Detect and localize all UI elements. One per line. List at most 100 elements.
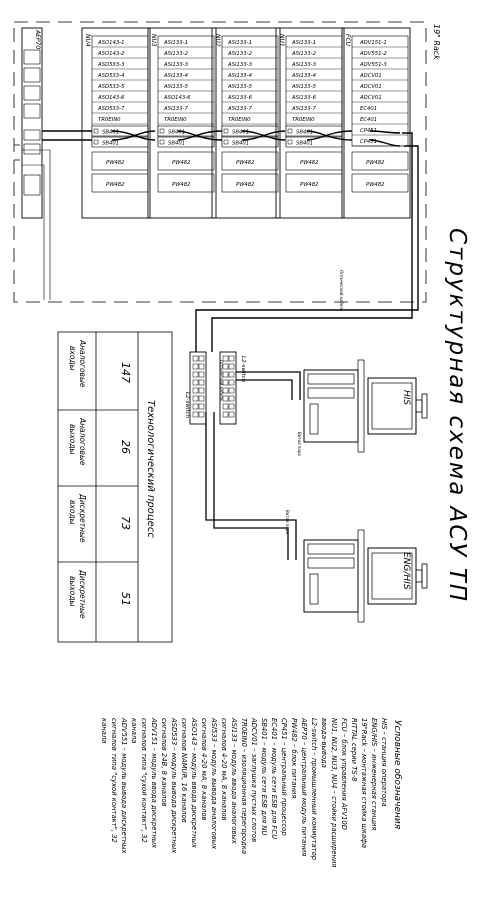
l2-switch-1: L2-switch	[184, 351, 207, 425]
switch-port	[198, 355, 205, 362]
legend-line: TR0EIN0 – изоляционная перегородка	[240, 718, 248, 854]
process-row-label: выходы	[68, 576, 77, 607]
switch-port	[222, 379, 229, 386]
pw482-module: PW482	[106, 160, 125, 166]
legend-line: ASO143 – модуль ввода дискретных	[190, 717, 198, 849]
switch-port	[198, 411, 205, 418]
switch-port	[222, 411, 229, 418]
pw482-module: PW482	[106, 182, 125, 188]
switch-port	[192, 395, 199, 402]
process-row-label: Аналоговые	[78, 417, 87, 466]
legend-line: канала	[100, 718, 108, 743]
twisted-pair-label-1: Витая пара	[297, 432, 302, 456]
switch-port	[198, 363, 205, 370]
legend-line: HIS – станция оператора	[380, 718, 388, 807]
switch-port	[192, 411, 199, 418]
process-row-label: входы	[68, 500, 77, 525]
legend-line: ASI533 – модуль вывода аналоговых	[210, 717, 218, 850]
module-slot: ASI133-1	[163, 40, 188, 46]
module-slot: ASI133-5	[227, 84, 253, 90]
process-row-label: Дискретные	[78, 493, 87, 543]
module-slot: ADV151-1	[359, 40, 387, 46]
switch-port	[198, 395, 205, 402]
module-slot: CP451	[360, 128, 377, 134]
process-row-label: выходы	[68, 424, 77, 455]
module-slot: ASI133-4	[291, 73, 316, 79]
switch-port	[228, 411, 235, 418]
module-slot: ADCV01	[359, 95, 382, 101]
pw482-module: PW482	[300, 160, 319, 166]
switch-port	[192, 379, 199, 386]
switch-port	[198, 387, 205, 394]
legend-line: FCU – блок управления AFV10D	[340, 718, 348, 830]
module-slot: ASI133-1	[227, 40, 252, 46]
legend-line: CP451 – центральный процессор	[280, 718, 288, 836]
module-slot: EC401	[360, 106, 377, 112]
switch-port	[192, 355, 199, 362]
module-slot: ASI133-4	[163, 73, 188, 79]
legend-line: 19"Rack – монтажная стойка шкафа	[360, 718, 368, 848]
process-row-value: 73	[119, 516, 132, 530]
module-slot: ASD533-7	[97, 106, 125, 112]
switch-port	[222, 403, 229, 410]
switch-port	[222, 387, 229, 394]
legend-line: канала	[130, 718, 138, 743]
legend-line: сигналов 4-20 мА, 8 каналов	[200, 718, 208, 821]
switch-port	[192, 371, 199, 378]
pw482-module: PW482	[236, 160, 255, 166]
legend-line: сигналов типа "сухой контакт", 32	[140, 718, 148, 843]
aep70-label: AEP70	[34, 29, 41, 49]
legend-title: Условные обозначения	[392, 720, 402, 830]
process-row-value: 51	[119, 592, 132, 606]
switch-port	[198, 371, 205, 378]
module-slot: ASD533-4	[97, 73, 124, 79]
rack-label: 19" Rack	[432, 24, 441, 60]
switch-port	[228, 403, 235, 410]
process-row-value: 26	[119, 440, 132, 454]
cabinet-name: NU3	[150, 34, 157, 47]
pw482-module: PW482	[300, 182, 319, 188]
legend-line: ADV151 – модуль ввода дискретных	[150, 717, 158, 849]
module-slot: ASO143-6	[163, 95, 191, 101]
optical-cable-label-2: Оптический кабель	[219, 360, 224, 402]
module-slot: ASI133-3	[227, 62, 253, 68]
sb401-module: SB401	[102, 141, 119, 147]
process-row-label: Аналоговые	[78, 339, 87, 388]
module-slot: ASD533-5	[97, 84, 125, 90]
module-slot: ASI133-6	[291, 95, 317, 101]
process-table	[57, 331, 173, 643]
legend-line: SB401 – модуль сети ESB для NU	[260, 718, 268, 835]
switch-port	[192, 403, 199, 410]
module-slot: TR0EIN0	[292, 117, 315, 123]
switch-port	[228, 395, 235, 402]
sb401-module: SB401	[296, 130, 313, 136]
switch-port	[222, 371, 229, 378]
module-slot: ASI133-5	[291, 84, 317, 90]
process-row-label: входы	[68, 346, 77, 371]
module-slot: ASI133-3	[291, 62, 317, 68]
l2-switch-1-label: L2-switch	[184, 392, 190, 419]
legend-line: AEP70 – центральный модуль питания	[300, 717, 308, 856]
module-slot: ASD533-3	[97, 62, 125, 68]
legend-line: L2-switch – промышленный коммутатор	[310, 718, 318, 860]
sb401-module: SB401	[232, 141, 249, 147]
module-slot: ASI133-5	[163, 84, 189, 90]
process-row-value: 147	[119, 362, 132, 383]
cabinet-name: NU2	[214, 34, 221, 47]
switch-port	[192, 387, 199, 394]
esb-bus-lines	[14, 130, 419, 352]
pw482-module: PW482	[172, 182, 191, 188]
switch-port	[222, 395, 229, 402]
module-slot: TR0EIN0	[228, 117, 251, 123]
module-slot: ASO143-1	[97, 40, 125, 46]
module-slot: ASI133-4	[227, 73, 252, 79]
switch-port	[222, 355, 229, 362]
eng-his-label: ENG/HIS	[401, 552, 411, 590]
module-slot: ADCV01	[359, 73, 382, 79]
